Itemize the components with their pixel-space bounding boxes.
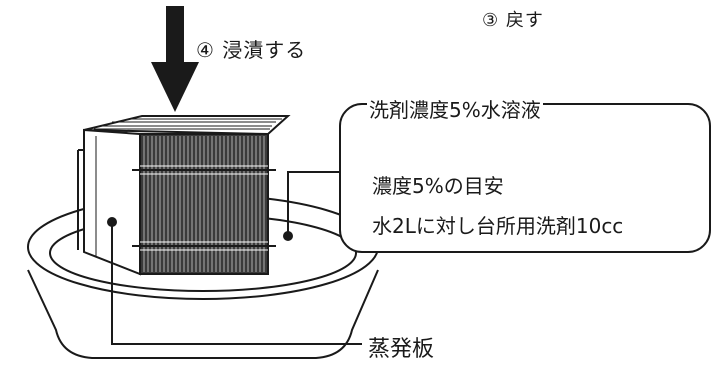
part-leader-dot — [107, 217, 117, 227]
step-4-label: ④ 浸漬する — [196, 38, 307, 62]
step-3-label: ③ 戻す — [482, 10, 544, 31]
concentration-title: 濃度5%の目安 — [372, 174, 504, 198]
solution-title: 洗剤濃度5%水溶液 — [367, 94, 543, 123]
evaporator-plate-label: 蒸発板 — [368, 337, 435, 362]
solution-leader-line — [287, 171, 342, 236]
down-arrow-icon — [151, 6, 199, 112]
evaporator-filter — [77, 115, 291, 276]
part-leader-line — [111, 222, 362, 345]
concentration-detail: 水2Lに対し台所用洗剤10cc — [372, 214, 624, 238]
solution-leader-dot — [283, 231, 293, 241]
